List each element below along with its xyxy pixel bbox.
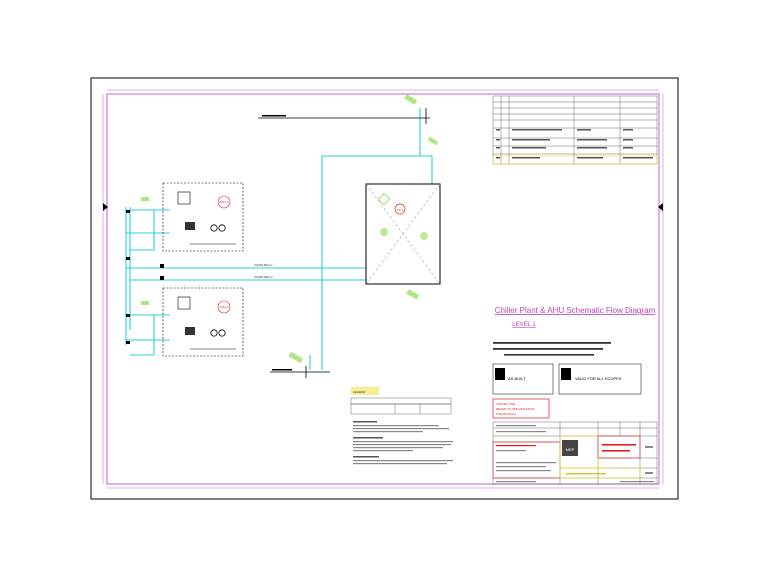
limited-use-box: [492, 398, 550, 419]
red-note-line1: LIMITED USE: [496, 402, 515, 406]
upper-unit: [162, 182, 244, 252]
drawing-title: Chiller Plant & AHU Schematic Flow Diagr…: [495, 306, 656, 315]
storage-tank: [365, 183, 441, 285]
tank-tag: TK-1: [397, 208, 404, 212]
red-note-line2: REFER TO SPECIFICATION: [496, 407, 535, 411]
red-note-line3: FOR DETAILS: [496, 412, 515, 416]
as-built-label: AS BUILT: [508, 376, 526, 381]
lower-unit-tag: AHU-2: [219, 305, 228, 309]
pipe-label-supply: CHWS 80mm: [254, 263, 273, 267]
legend-heading: LEGEND: [353, 390, 366, 394]
upper-unit-tag: AHU-1: [219, 200, 228, 204]
triangle-marker-icon: [658, 203, 663, 211]
valid-label: VALID FOR ALL SCOPES: [575, 376, 622, 381]
company-name: MEP: [566, 447, 575, 452]
lower-unit: [162, 287, 244, 357]
valve-icon: [141, 94, 439, 364]
legend-block: [350, 387, 453, 465]
pipe-label-return: CHWR 80mm: [254, 275, 273, 279]
drawing-border: [106, 93, 660, 485]
drawing-subtitle: LEVEL 1: [512, 322, 536, 328]
triangle-marker-icon: [103, 203, 108, 211]
pump-icon: [126, 210, 164, 344]
stamp-icon: [492, 363, 642, 395]
pipework: [125, 108, 433, 370]
